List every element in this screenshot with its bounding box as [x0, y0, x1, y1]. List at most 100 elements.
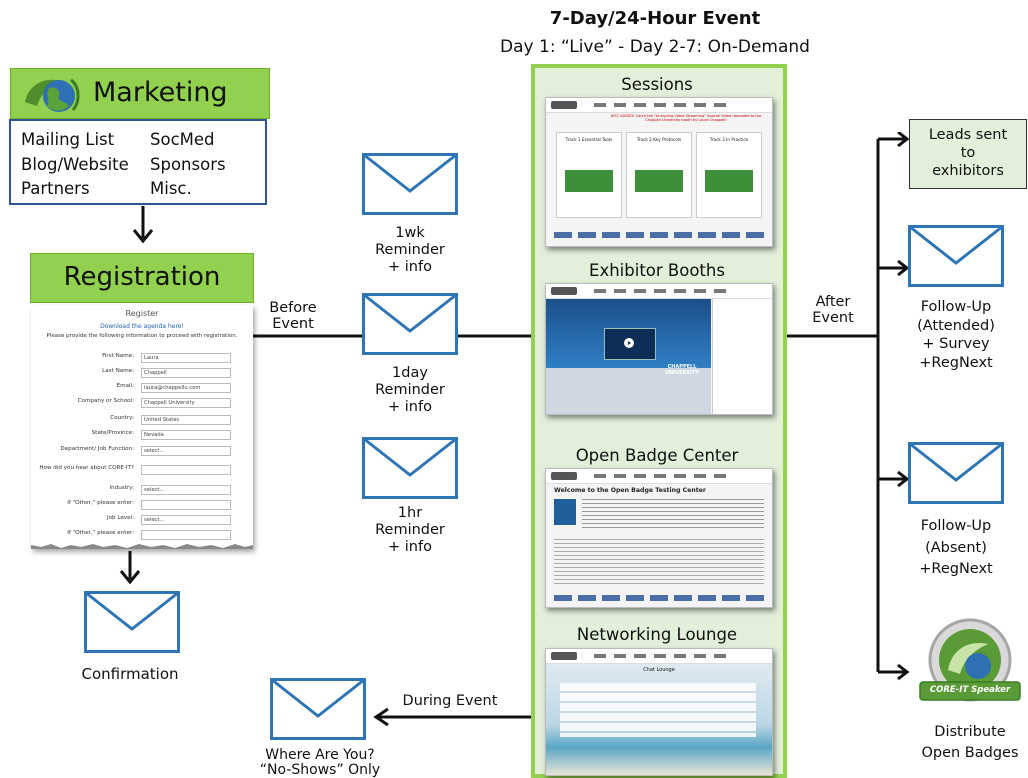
- core-it-logo: [551, 652, 577, 660]
- booth-name: CHAPPELL UNIVERSITY: [665, 364, 699, 376]
- reminder-1hr-envelope-icon: [362, 437, 458, 499]
- follow-up-attended-label: Follow-Up (Attended) + Survey +RegNext: [917, 299, 995, 371]
- job-level-select[interactable]: select...: [141, 515, 231, 525]
- core-it-logo: [551, 472, 577, 480]
- after-event-label: After Event: [812, 294, 854, 326]
- field-label: Company or School:: [77, 398, 134, 404]
- company-input[interactable]: Chappell University: [141, 398, 231, 408]
- reminder-1day-envelope-icon: [362, 293, 458, 355]
- registration-header: Registration: [30, 253, 254, 303]
- field-label: If "Other," please enter:: [67, 500, 134, 506]
- no-show-label: Where Are You? “No-Shows” Only: [259, 747, 381, 778]
- form-row: Company or School: Chappell University: [31, 398, 253, 409]
- form-row: Industry: select...: [31, 485, 253, 496]
- form-row: Email: laura@chappellu.com: [31, 383, 253, 394]
- field-label: Industry:: [109, 485, 135, 491]
- country-select[interactable]: United States: [141, 415, 231, 425]
- distribute-badges-label: Distribute Open Badges: [921, 724, 1019, 761]
- badge-intro-text: [582, 499, 764, 529]
- badge-logo: [554, 499, 576, 525]
- email-input[interactable]: laura@chappellu.com: [141, 383, 231, 393]
- event-subtitle: Day 1: “Live” - Day 2-7: On-Demand: [500, 37, 810, 57]
- lounge-room-list: [560, 683, 756, 737]
- field-label: First Name:: [102, 353, 134, 359]
- registration-form-screenshot: Register Download the agenda here! Pleas…: [31, 305, 253, 549]
- site-topbar: [546, 284, 772, 299]
- lounge-screenshot: Chat Lounge: [545, 648, 773, 776]
- track-2-title: Track 2 Key Protocols: [636, 137, 682, 142]
- field-label: If "Other," please enter:: [67, 530, 134, 536]
- core-it-speaker-badge-icon: [919, 618, 1021, 702]
- last-name-input[interactable]: Chappell: [141, 368, 231, 378]
- channel-partners: Partners: [21, 179, 90, 198]
- channel-sponsors: Sponsors: [150, 155, 226, 174]
- job-level-other-input[interactable]: [141, 530, 231, 540]
- track-1-title: Track 1 Essential Tools: [565, 137, 613, 142]
- during-event-label: During Event: [402, 693, 498, 709]
- torn-edge: [31, 544, 253, 549]
- badge-list: [554, 539, 764, 585]
- during-event-arrow: [373, 707, 532, 727]
- sessions-banner: JUST ADDED! Catch the "Analyzing Video S…: [610, 114, 762, 122]
- booth-chat-panel: [712, 299, 772, 414]
- heard-about-input[interactable]: [141, 465, 231, 475]
- after-event-line: [787, 334, 879, 338]
- form-row: How did you hear about CORE-IT?: [31, 465, 253, 476]
- form-row: If "Other," please enter:: [31, 500, 253, 511]
- sessions-screenshot: JUST ADDED! Catch the "Analyzing Video S…: [545, 97, 773, 247]
- track-3: Track 3 In Practice: [696, 132, 762, 218]
- field-label: Email:: [116, 383, 134, 389]
- arrow-registration-to-confirmation: [119, 551, 141, 585]
- globe-leaf-icon: [25, 78, 80, 112]
- follow-up-attended-envelope-icon: [908, 225, 1004, 287]
- channel-misc: Misc.: [150, 179, 192, 198]
- badge-welcome: Welcome to the Open Badge Testing Center: [554, 487, 706, 494]
- track-2-video: [635, 170, 683, 192]
- core-it-logo: [551, 101, 577, 109]
- channel-mailing-list: Mailing List: [21, 130, 115, 149]
- no-show-envelope-icon: [270, 678, 366, 740]
- before-event-label: Before Event: [258, 300, 328, 332]
- first-name-input[interactable]: Laura: [141, 353, 231, 363]
- lounge-title: Networking Lounge: [576, 625, 738, 644]
- site-topbar: [546, 649, 772, 664]
- marketing-header: Marketing: [10, 68, 270, 119]
- marketing-title: Marketing: [93, 77, 228, 108]
- form-intro: Please provide the following information…: [46, 333, 238, 339]
- form-row: If "Other," please enter:: [31, 530, 253, 541]
- site-topbar: [546, 469, 772, 484]
- form-row: First Name: Laura: [31, 353, 253, 364]
- reminder-1hr-label: 1hr Reminder + info: [375, 505, 445, 555]
- reminder-1wk-label: 1wk Reminder + info: [375, 225, 445, 275]
- field-label: Last Name:: [102, 368, 134, 374]
- state-select[interactable]: Nevada: [141, 430, 231, 440]
- industry-other-input[interactable]: [141, 500, 231, 510]
- form-heading: Register: [125, 309, 159, 318]
- form-row: Job Level:select...: [31, 515, 253, 526]
- track-3-video: [705, 170, 753, 192]
- field-label: State/Province:: [91, 430, 134, 436]
- channel-socmed: SocMed: [150, 130, 215, 149]
- site-nav: [594, 654, 732, 658]
- after-event-branches: [876, 132, 910, 681]
- follow-up-absent-label: Follow-Up (Absent) +RegNext: [919, 518, 993, 577]
- play-icon[interactable]: [624, 338, 634, 348]
- reminder-1wk-envelope-icon: [362, 153, 458, 215]
- site-nav: [594, 103, 732, 107]
- badge-center-screenshot: Welcome to the Open Badge Testing Center: [545, 468, 773, 608]
- industry-select[interactable]: select...: [141, 485, 231, 495]
- leads-label: Leads sent to exhibitors: [928, 127, 1008, 179]
- exhibitor-screenshot: CHAPPELL UNIVERSITY: [545, 283, 773, 415]
- department-select[interactable]: select...: [141, 446, 231, 456]
- field-label: Country:: [110, 415, 134, 421]
- form-row: State/Province: Nevada: [31, 430, 253, 441]
- site-topbar: [546, 98, 772, 113]
- marketing-channels-box: Mailing List SocMed Blog/Website Sponsor…: [9, 119, 267, 205]
- sessions-title: Sessions: [621, 75, 693, 94]
- confirmation-label: Confirmation: [81, 665, 179, 683]
- follow-up-absent-envelope-icon: [908, 442, 1004, 504]
- agenda-link[interactable]: Download the agenda here!: [100, 323, 184, 330]
- track-3-title: Track 3 In Practice: [709, 137, 749, 142]
- arrow-marketing-to-registration: [132, 206, 154, 244]
- confirmation-envelope-icon: [84, 591, 180, 653]
